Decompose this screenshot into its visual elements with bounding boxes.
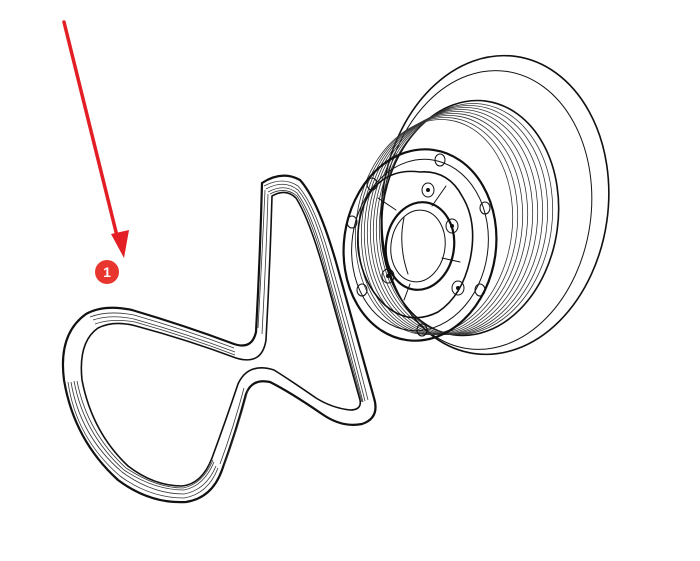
belt-ribs: [67, 180, 369, 499]
crankshaft-pulley-icon: [342, 54, 610, 356]
pointer-arrow: [62, 20, 129, 258]
callout-badge: 1: [95, 260, 119, 284]
serpentine-belt-icon: [61, 174, 377, 504]
bolt-holes: [346, 153, 491, 337]
callout-number: 1: [103, 264, 111, 280]
pulley-grooves: [354, 99, 560, 337]
hub-studs: [381, 182, 465, 296]
